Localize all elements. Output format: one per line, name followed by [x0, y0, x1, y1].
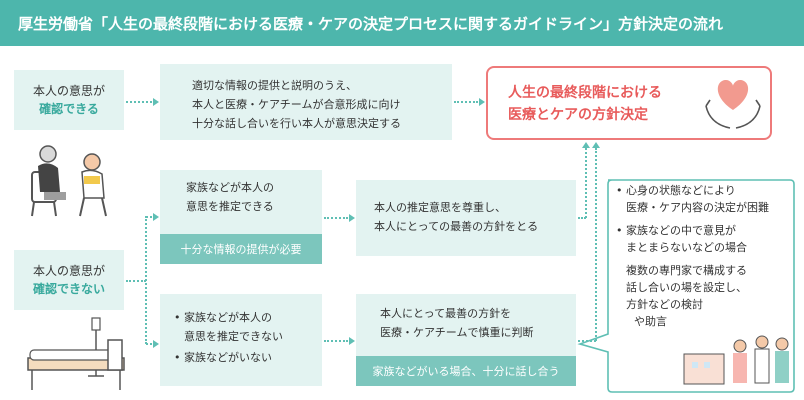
callout-body-3: 方針などの検討 [626, 298, 703, 311]
connector [578, 217, 586, 219]
consensus-line-1: 適切な情報の提供と説明のうえ、 [192, 79, 357, 92]
connector [146, 343, 152, 345]
will-confirmable-label: 本人の意思が [32, 84, 105, 98]
consensus-line-2: 本人と医療・ケアチームが合意形成に向け [192, 98, 401, 111]
hospital-bed-illustration [27, 317, 125, 390]
best-policy-line-2: 医療・ケアチームで慎重に判断 [380, 326, 534, 339]
medical-team-illustration [683, 335, 789, 385]
connector [145, 216, 147, 344]
final-decision-line-1: 人生の最終段階における [508, 85, 662, 101]
will-unconfirmable-box: 本人の意思が 確認できない [14, 250, 124, 310]
connector [126, 101, 152, 103]
estimable-line-1: 家族などが本人の [186, 181, 274, 194]
arrow-head [153, 98, 159, 106]
consensus-process-box: 適切な情報の提供と説明のうえ、 本人と医療・ケアチームが合意形成に向け 十分な話… [160, 64, 452, 140]
arrow-head [153, 340, 159, 348]
connector [126, 280, 146, 282]
will-confirmable-box: 本人の意思が 確認できる [14, 70, 124, 130]
connector [146, 216, 152, 218]
respect-line-2: 本人にとっての最善の方針をとる [374, 220, 539, 233]
arrow-head [349, 214, 355, 222]
will-unconfirmable-label: 本人の意思が [32, 264, 105, 278]
connector [324, 217, 348, 219]
respect-will-box: 本人の推定意思を尊重し、 本人にとっての最善の方針をとる [356, 180, 576, 256]
info-provision-note: 十分な情報の提供が必要 [160, 234, 322, 264]
final-decision-line-2: 医療とケアの方針決定 [508, 107, 648, 123]
family-discussion-note: 家族などがいる場合、十分に話し合う [356, 356, 576, 386]
estimable-line-2: 意思を推定できる [186, 200, 274, 213]
arrow-head [592, 142, 600, 148]
will-unconfirmable-highlight: 確認できない [32, 282, 105, 296]
connector [454, 101, 478, 103]
will-confirmable-highlight: 確認できる [39, 102, 99, 116]
family-estimable-box: 家族などが本人の 意思を推定できる 十分な情報の提供が必要 [160, 170, 322, 264]
arrow-head [479, 98, 485, 106]
respect-line-1: 本人の推定意思を尊重し、 [374, 201, 506, 214]
heart-hands-icon [705, 80, 761, 129]
caregiver-elderly-illustration [31, 145, 107, 217]
best-policy-box: 本人にとって最善の方針を 医療・ケアチームで慎重に判断 家族などがいる場合、十分… [356, 294, 576, 386]
no-family-item: 家族などがいない [174, 348, 322, 367]
connector [578, 340, 596, 342]
consensus-line-3: 十分な話し合いを行い本人が意思決定する [192, 117, 401, 130]
connector [595, 148, 597, 341]
arrow-head [582, 142, 590, 148]
best-policy-line-1: 本人にとって最善の方針を [380, 307, 512, 320]
page-title: 厚生労働省「人生の最終段階における医療・ケアの決定プロセスに関するガイドライン」… [0, 0, 804, 46]
arrow-head [153, 213, 159, 221]
callout-body-1: 複数の専門家で構成する [626, 264, 747, 277]
connector [324, 340, 348, 342]
arrow-head [349, 337, 355, 345]
connector [585, 148, 587, 218]
callout-body-4: や助言 [634, 315, 667, 328]
final-decision-box: 人生の最終段階における 医療とケアの方針決定 [486, 66, 772, 140]
callout-body-2: 話し合いの場を設定し、 [626, 281, 747, 294]
